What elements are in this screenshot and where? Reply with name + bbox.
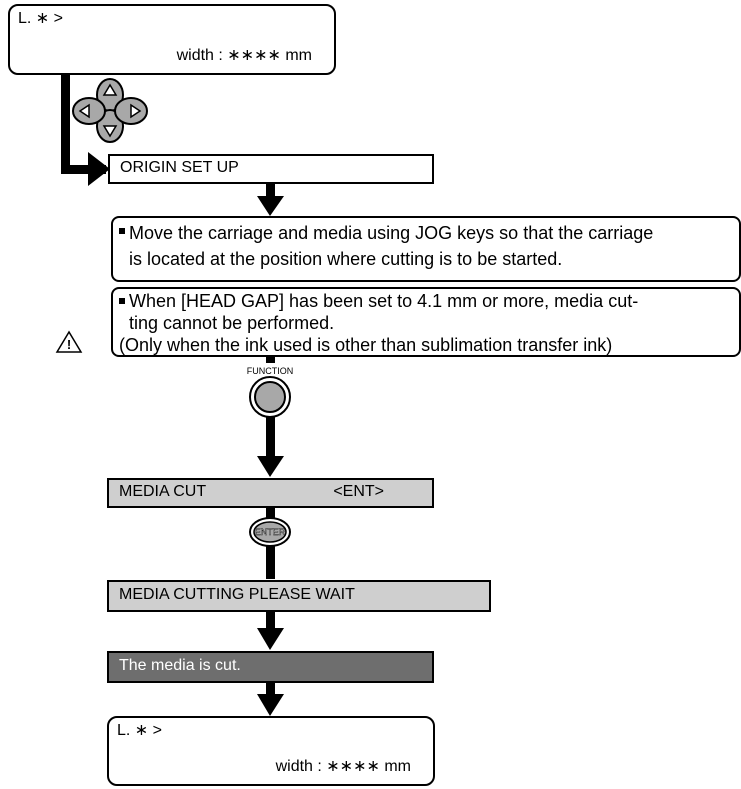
media-cut-done-bar: The media is cut. [107,651,434,683]
lcd-line2: width : ∗∗∗∗ mm [176,47,312,64]
note-line: Move the carriage and media using JOG ke… [119,220,733,246]
jog-keys[interactable] [72,78,148,143]
warning-note: When [HEAD GAP] has been set to 4.1 mm o… [111,287,741,357]
media-cut-label: MEDIA CUT [119,483,207,500]
lcd-display-bottom: L. ∗ > width : ∗∗∗∗ mm [107,716,435,786]
note-line: (Only when the ink used is other than su… [119,335,613,355]
media-cutting-bar: MEDIA CUTTING PLEASE WAIT [107,580,491,612]
connector-line [266,355,275,363]
instruction-note: Move the carriage and media using JOG ke… [111,216,741,282]
lcd-line1: L. ∗ > [117,722,162,739]
note-line: ting cannot be performed. [129,313,335,333]
enter-key[interactable] [249,517,291,547]
lcd-display-top: L. ∗ > width : ∗∗∗∗ mm [8,4,336,75]
origin-setup-bar: ORIGIN SET UP [108,154,434,184]
warning-icon [55,330,83,353]
warning-mark: ! [67,337,71,352]
media-cutting-label: MEDIA CUTTING PLEASE WAIT [119,586,355,603]
arrow-down [257,611,284,650]
lcd-line2: width : ∗∗∗∗ mm [275,758,411,775]
note-line: is located at the position where cutting… [129,249,563,269]
enter-key-label: ENTER [255,527,286,537]
media-cut-enter-hint: <ENT> [333,483,384,500]
media-cut-bar: MEDIA CUT <ENT> [107,478,434,508]
media-cut-done-label: The media is cut. [119,657,241,674]
function-key-label: FUNCTION [247,366,294,376]
jog-right-key[interactable] [114,97,148,125]
note-line: When [HEAD GAP] has been set to 4.1 mm o… [119,290,733,312]
origin-setup-label: ORIGIN SET UP [120,159,239,176]
arrow-down [257,417,284,477]
arrow-down [257,181,284,216]
connector-line [61,70,110,186]
arrow-down [257,682,284,716]
lcd-line1: L. ∗ > [18,10,63,27]
jog-left-key[interactable] [72,97,106,125]
connector-line [266,507,275,521]
connector-line [266,546,275,579]
function-key[interactable] [249,376,291,418]
